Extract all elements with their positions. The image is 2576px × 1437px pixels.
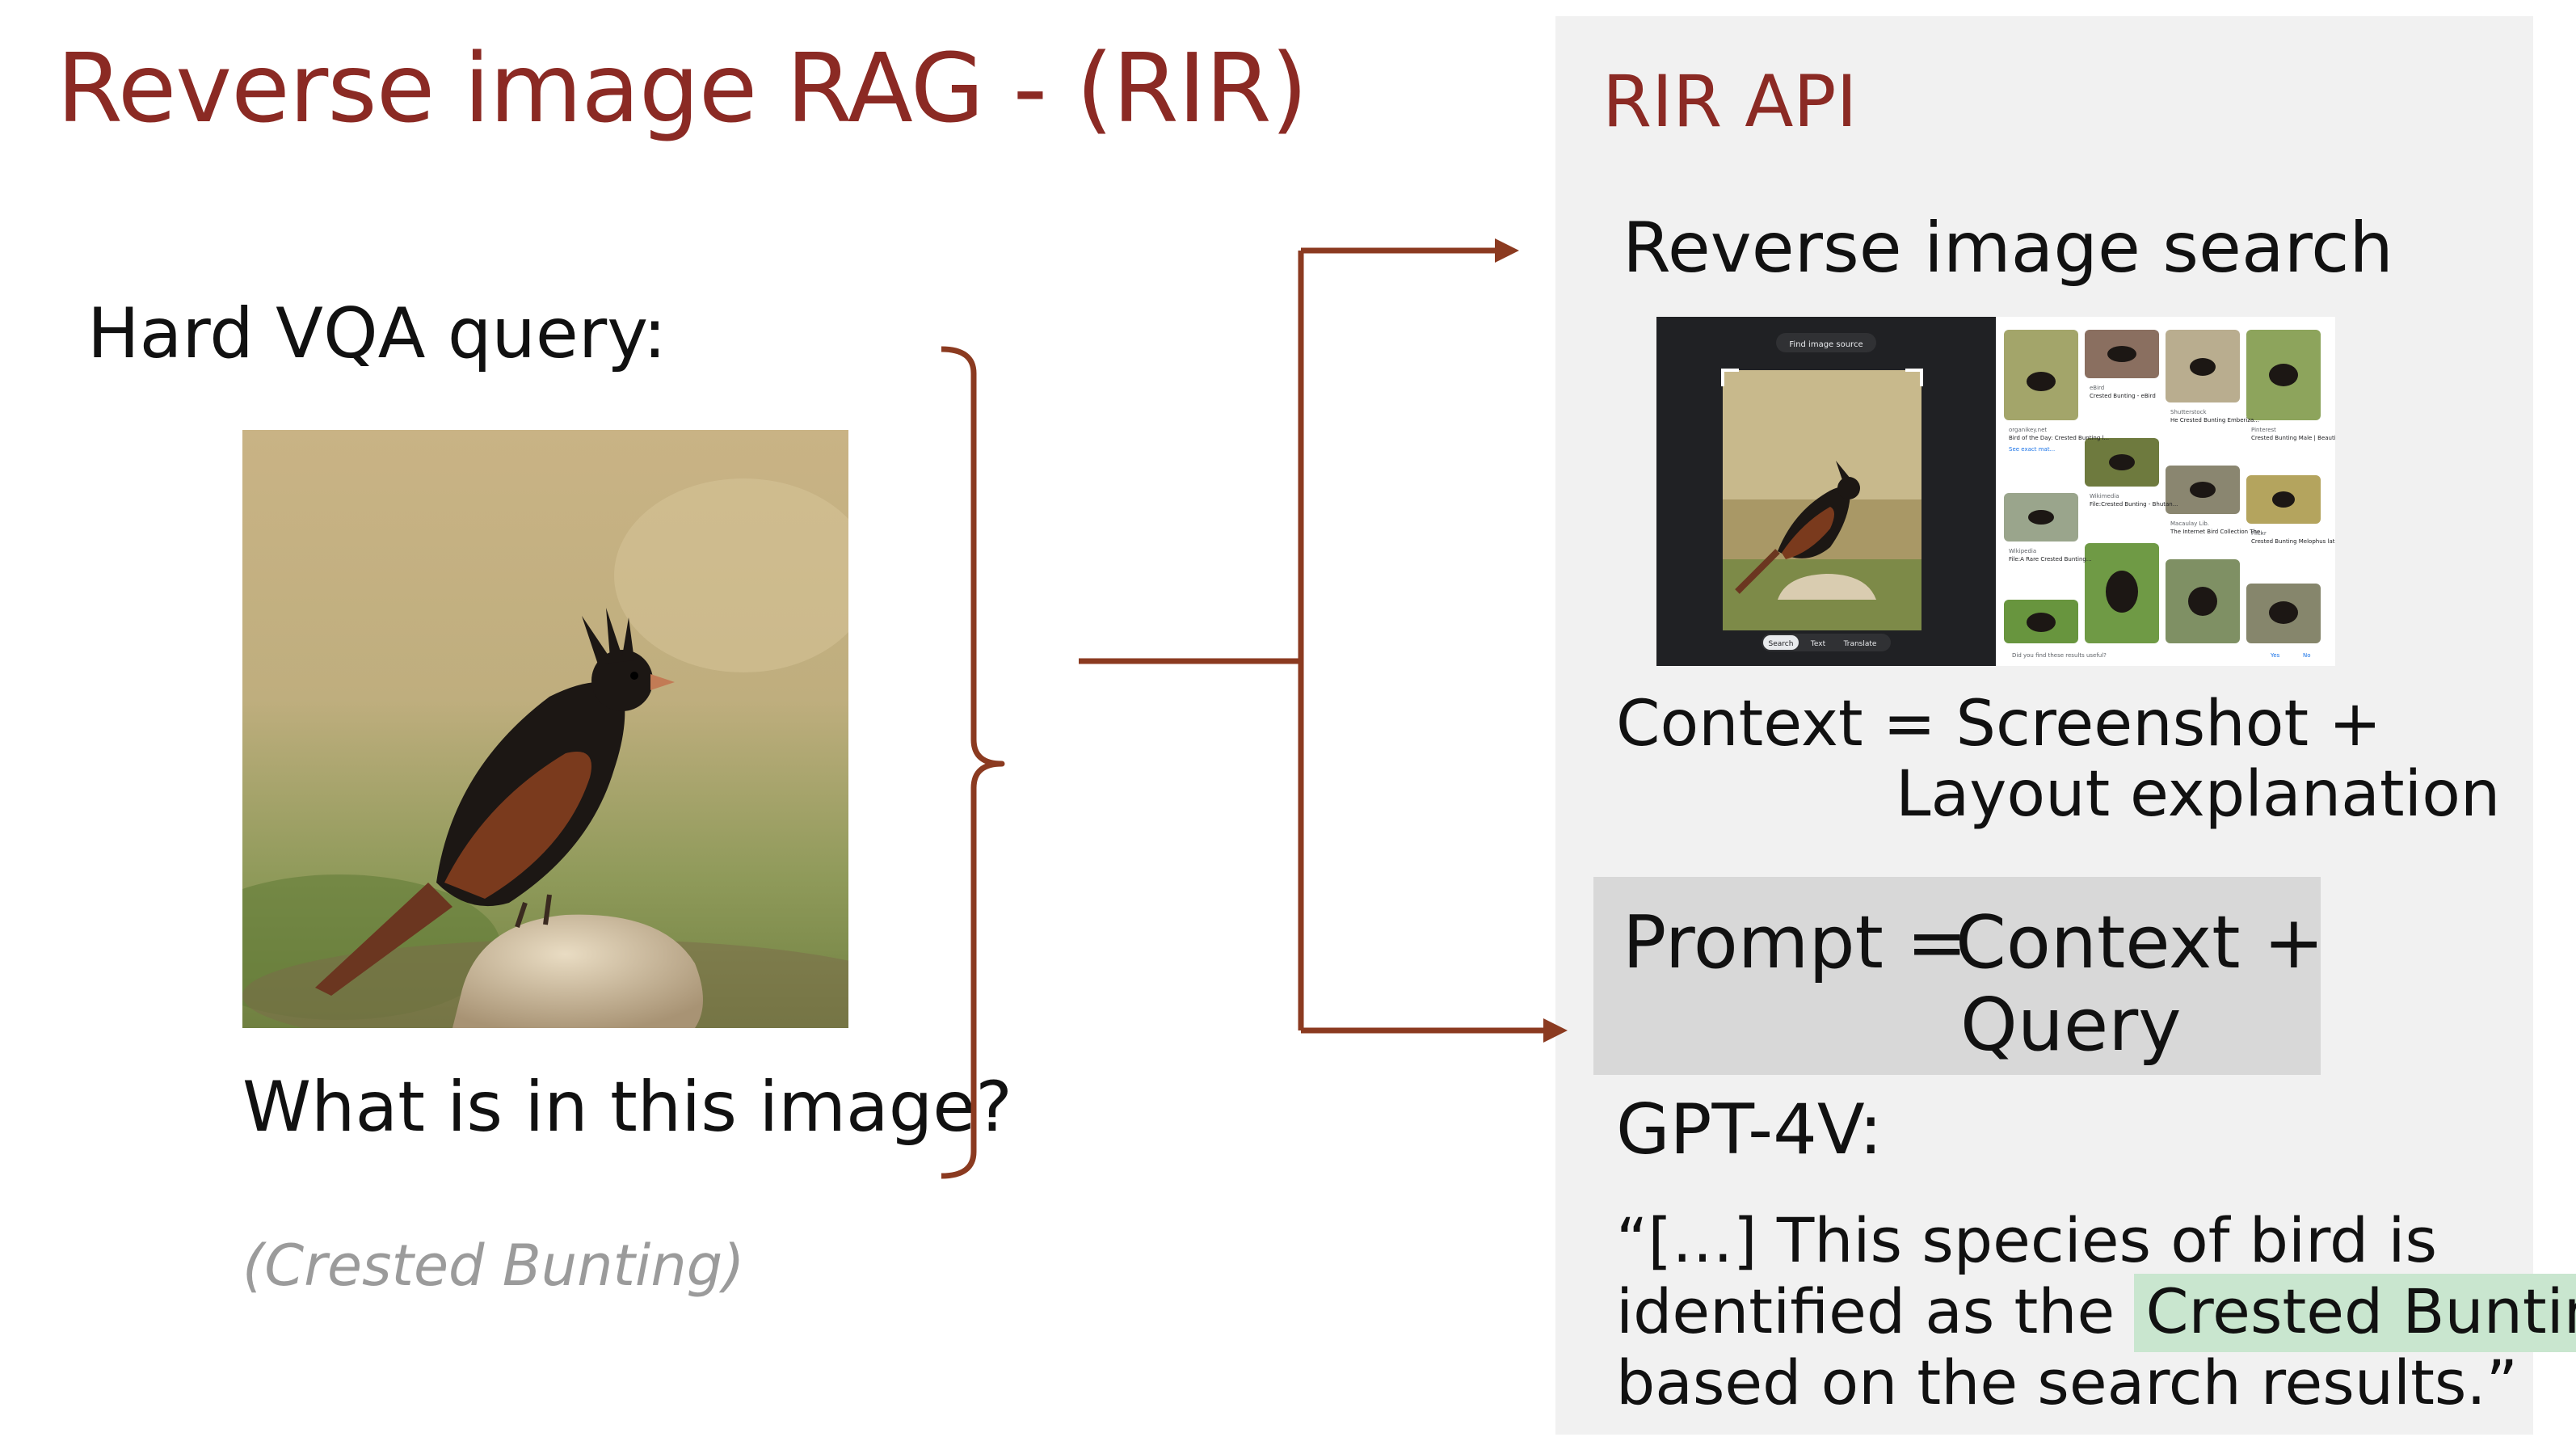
- result-source: Wikipedia: [2009, 548, 2036, 554]
- vqa-question: What is in this image?: [242, 1067, 1012, 1148]
- result-caption: He Crested Bunting Emberiza...: [2170, 417, 2259, 424]
- result-source: Shutterstock: [2170, 409, 2208, 415]
- prompt-box: [1593, 877, 2321, 1075]
- result-caption: Crested Bunting Melophus lathami...: [2251, 538, 2335, 545]
- arrowhead-prompt: [1543, 1018, 1568, 1043]
- query-label: Hard VQA query:: [87, 293, 667, 374]
- result-caption: File:A Rare Crested Bunting...: [2009, 556, 2092, 563]
- prompt-query: Query: [1960, 983, 2182, 1068]
- gpt-quote-line1: “[…] This species of bird is: [1616, 1204, 2438, 1276]
- gpt-4v-label: GPT-4V:: [1616, 1089, 1883, 1170]
- prompt-context: Context +: [1955, 900, 2325, 985]
- result-caption: The Internet Bird Collection The...: [2170, 529, 2266, 535]
- tab-search: Search: [1769, 640, 1794, 648]
- result-source: Flickr: [2251, 530, 2267, 537]
- result-source: Macaulay Lib.: [2170, 520, 2209, 527]
- slide-title: Reverse image RAG - (RIR): [57, 32, 1308, 144]
- result-source: Pinterest: [2251, 427, 2276, 433]
- gpt-quote-line2: identified as the Crested Bunting: [1616, 1274, 2576, 1352]
- result-caption: Crested Bunting - eBird: [2090, 393, 2156, 399]
- result-source: Wikimedia: [2090, 493, 2119, 499]
- arrowhead-search: [1495, 238, 1519, 263]
- result-caption: File:Crested Bunting - Bhutan...: [2090, 501, 2178, 508]
- result-caption: Bird of the Day: Crested Bunting l...: [2009, 435, 2109, 441]
- ground-truth-hint: (Crested Bunting): [242, 1233, 745, 1299]
- result-source: organikey.net: [2009, 427, 2047, 433]
- search-screenshot: Find image source Search Text Translate: [1656, 317, 2335, 666]
- answer-highlight: Crested Bunting: [2134, 1274, 2576, 1352]
- see-exact-matches-link[interactable]: See exact mat...: [2009, 446, 2055, 453]
- feedback-question: Did you find these results useful?: [2012, 652, 2107, 659]
- context-definition-line2: Layout explanation: [1896, 758, 2501, 831]
- result-source: eBird: [2090, 385, 2104, 391]
- result-caption: Crested Bunting Male | Beautiful...: [2251, 435, 2335, 441]
- rir-api-panel: [1555, 16, 2533, 1435]
- gpt-quote-line3: based on the search results.”: [1616, 1346, 2519, 1418]
- reverse-image-search-label: Reverse image search: [1623, 208, 2393, 289]
- context-definition-line1: Context = Screenshot +: [1616, 688, 2382, 761]
- find-image-source-label: Find image source: [1789, 340, 1863, 349]
- rir-api-title: RIR API: [1602, 60, 1858, 143]
- tab-translate: Translate: [1843, 640, 1877, 648]
- bird-photo: [242, 430, 848, 1028]
- feedback-no[interactable]: No: [2303, 652, 2311, 659]
- feedback-yes[interactable]: Yes: [2270, 652, 2280, 659]
- tab-text: Text: [1810, 640, 1826, 648]
- prompt-label: Prompt =: [1623, 900, 1968, 985]
- gpt-quote-line2-text: identified as the: [1616, 1275, 2115, 1347]
- query-brace: [941, 346, 1005, 1179]
